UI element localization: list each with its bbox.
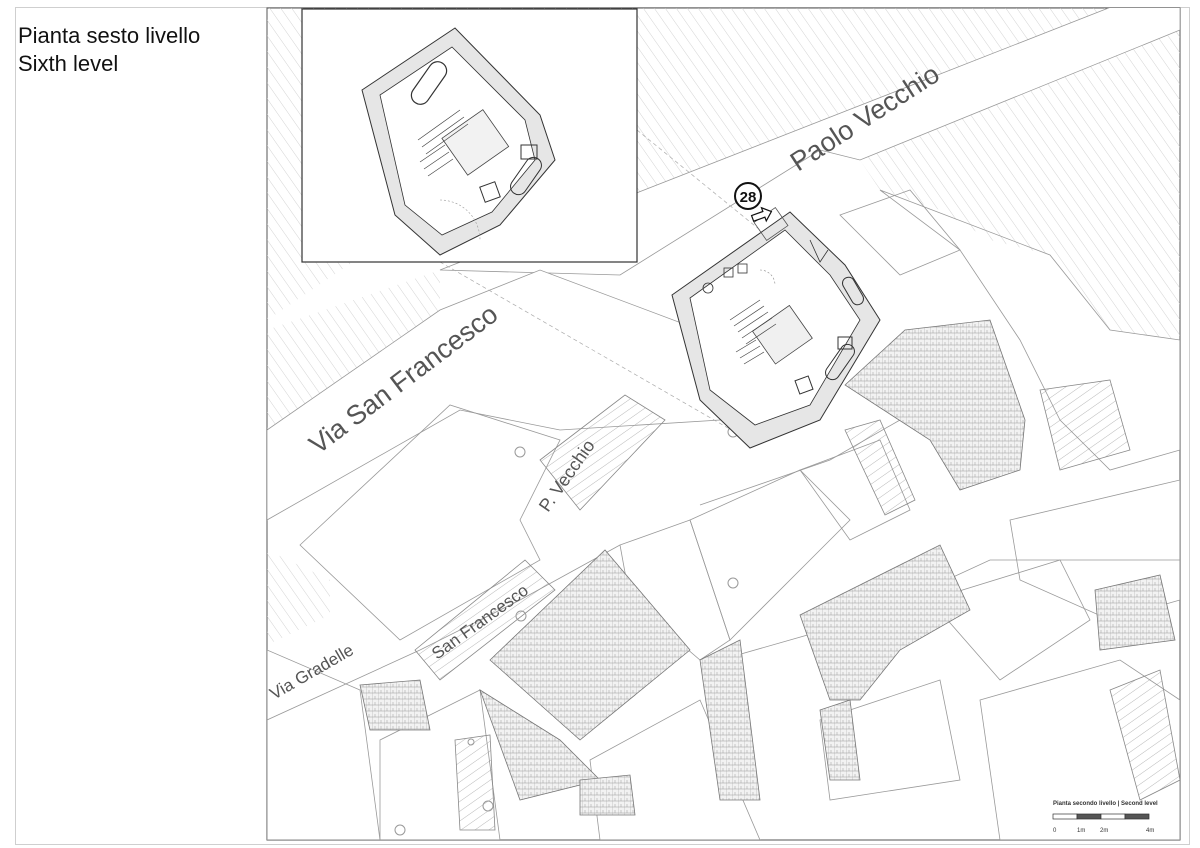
building-28-plan [671, 206, 881, 449]
plan-title-italian: Pianta sesto livello [18, 23, 201, 48]
scale-tick-0: 0 [1053, 828, 1057, 834]
projection-lines [439, 129, 761, 433]
scale-tick-4m: 4m [1146, 828, 1154, 834]
plan-title: Pianta sesto livello Sixth level [18, 22, 200, 78]
scale-tick-1m: 1m [1077, 828, 1085, 834]
building-number-label: 28 [740, 189, 757, 206]
scale-bar-title: Pianta secondo livello | Second level [1053, 801, 1158, 807]
cobbled-areas [359, 319, 1176, 816]
inset-detail-plan [301, 8, 638, 263]
hatched-buildings-west [267, 270, 440, 430]
scale-bar: Pianta secondo livello | Second level 0 … [1052, 801, 1158, 834]
stair-runs [414, 379, 1180, 831]
hatched-building-southwest [267, 550, 330, 645]
street-via-san-francesco [267, 269, 721, 521]
plan-title-english: Sixth level [18, 51, 119, 76]
entrance-arrow-icon [750, 206, 773, 223]
scale-tick-2m: 2m [1100, 828, 1108, 834]
building-number-marker: 28 [734, 182, 762, 210]
